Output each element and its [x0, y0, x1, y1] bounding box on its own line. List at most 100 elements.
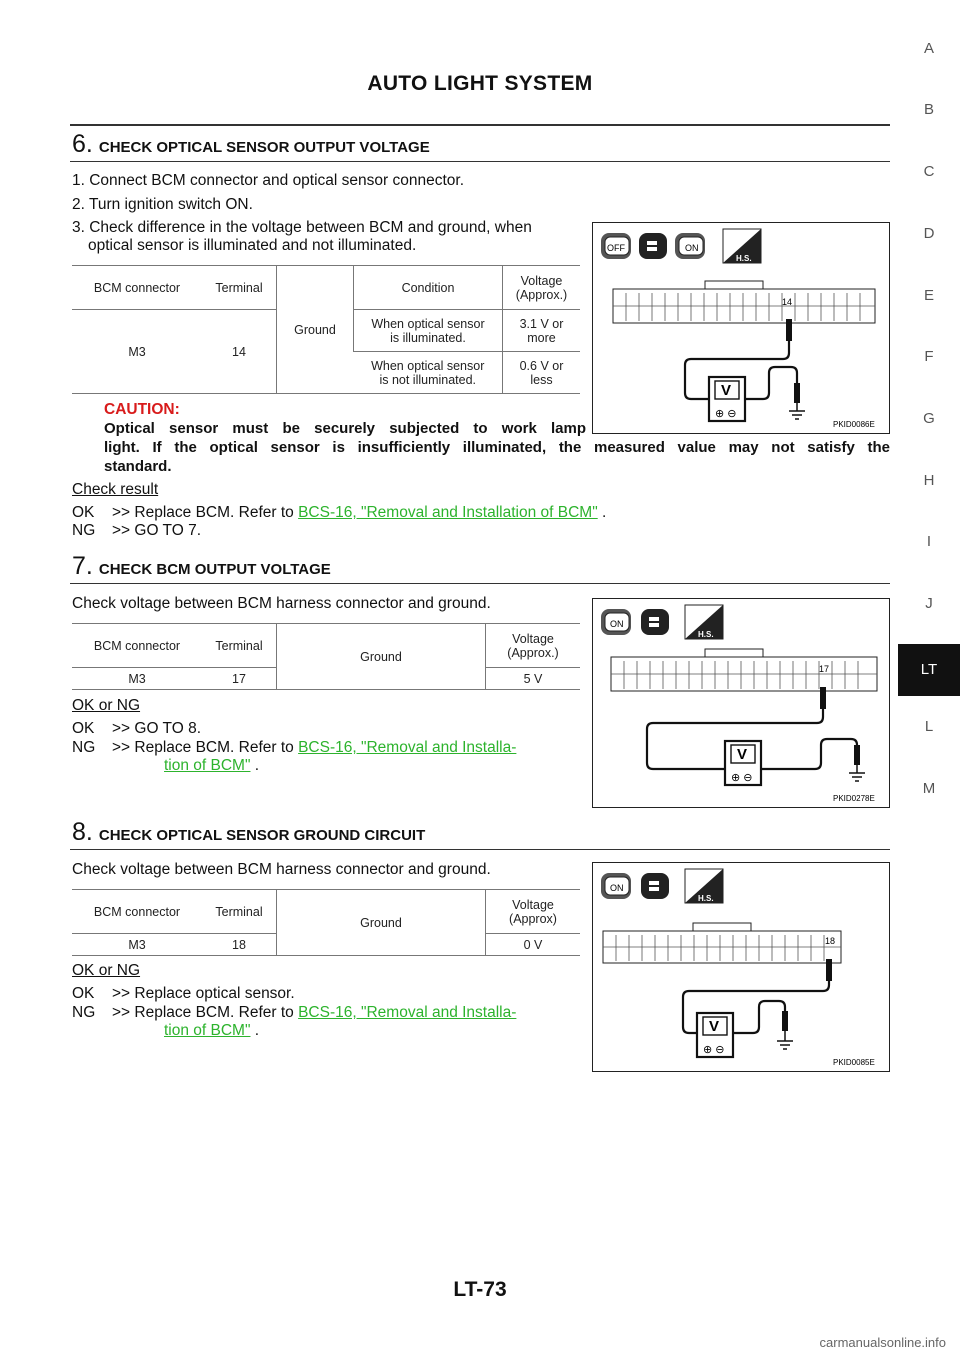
- cell-ground: Ground: [276, 889, 486, 956]
- svg-text:ON: ON: [685, 243, 699, 253]
- step-8-ng-row-cont: tion of BCM" .: [164, 1022, 260, 1039]
- th-terminal: Terminal: [202, 889, 277, 934]
- step-6-result-label: Check result: [72, 481, 159, 498]
- step-8-ng-link[interactable]: BCS-16, "Removal and Installa-: [298, 1004, 517, 1021]
- cell-connector-m3: M3: [72, 667, 202, 690]
- cell-volt-not-illuminated: 0.6 V or less: [502, 351, 580, 394]
- step-6-heading: 6.CHECK OPTICAL SENSOR OUTPUT VOLTAGE: [72, 130, 430, 158]
- step-6-caution-line-3: standard.: [104, 458, 172, 475]
- ignition-off-icon: OFF: [601, 233, 631, 259]
- cell-ground: Ground: [276, 623, 486, 690]
- header-rule: [70, 124, 890, 126]
- index-letter-a[interactable]: A: [923, 40, 934, 57]
- step-6-ok-label: OK: [72, 504, 95, 521]
- step-8-ng-link-cont[interactable]: tion of BCM": [164, 1022, 251, 1039]
- svg-text:⊕ ⊖: ⊕ ⊖: [703, 1044, 725, 1056]
- th-terminal: Terminal: [202, 623, 277, 668]
- watermark: carmanualsonline.info: [819, 1335, 946, 1350]
- step-6-item-2: 2. Turn ignition switch ON.: [72, 196, 253, 213]
- svg-text:18: 18: [825, 936, 835, 946]
- svg-text:H.S.: H.S.: [698, 630, 714, 639]
- voltmeter: [683, 319, 799, 423]
- harness-side-icon: H.S.: [722, 228, 762, 264]
- index-letter-c[interactable]: C: [923, 163, 935, 180]
- index-letter-g[interactable]: G: [923, 410, 935, 427]
- th-terminal: Terminal: [202, 265, 277, 310]
- step-6-ng-text: >> GO TO 7.: [112, 522, 202, 539]
- figure-code: PKID0086E: [833, 420, 875, 429]
- svg-text:H.S.: H.S.: [698, 894, 714, 903]
- figure-code: PKID0085E: [833, 1058, 875, 1067]
- step-7-wiring-diagram: ON H.S. 17: [601, 604, 878, 803]
- step-8-voltage-table: BCM connector Terminal Ground Voltage(Ap…: [72, 889, 580, 956]
- connector-icon: [641, 873, 669, 899]
- svg-text:H.S.: H.S.: [736, 254, 752, 263]
- step-7-ng-link[interactable]: BCS-16, "Removal and Installa-: [298, 739, 517, 756]
- step-6-ok-link[interactable]: BCS-16, "Removal and Installation of BCM…: [298, 504, 598, 521]
- cell-connector-m3: M3: [72, 933, 202, 956]
- step-6-ok-row: >> Replace BCM. Refer to BCS-16, "Remova…: [112, 504, 607, 521]
- step-6-item-3: 3. Check difference in the voltage betwe…: [72, 219, 532, 236]
- th-voltage: Voltage(Approx): [485, 889, 580, 934]
- cell-terminal-17: 17: [202, 667, 277, 690]
- th-voltage: Voltage(Approx.): [502, 265, 580, 310]
- svg-text:14: 14: [782, 297, 792, 307]
- step-7-ng-link-cont[interactable]: tion of BCM": [164, 757, 251, 774]
- step-7-ng-label: NG: [72, 739, 96, 756]
- step-8-ok-text: >> Replace optical sensor.: [112, 985, 295, 1002]
- step-8-rule: [70, 849, 890, 850]
- index-letter-f[interactable]: F: [924, 348, 934, 365]
- th-condition: Condition: [353, 265, 503, 310]
- step-6-figure: OFF ON H.S.: [592, 222, 890, 434]
- step-7-ok-label: OK: [72, 720, 95, 737]
- step-7-rule: [70, 583, 890, 584]
- index-letter-m[interactable]: M: [922, 780, 936, 797]
- bcm-connector-block: 14: [612, 280, 876, 324]
- cell-connector-m3: M3: [72, 309, 202, 394]
- index-letter-i[interactable]: I: [926, 533, 932, 550]
- cell-volt: 5 V: [485, 667, 580, 690]
- step-6-voltage-table: BCM connector Terminal Ground Condition …: [72, 265, 580, 394]
- step-6-caution-line-2: light. If the optical sensor is insuffic…: [104, 439, 890, 456]
- probe-and-ground-icon: [777, 959, 832, 1050]
- index-letter-h[interactable]: H: [923, 472, 935, 489]
- svg-text:OFF: OFF: [607, 243, 625, 253]
- step-7-intro: Check voltage between BCM harness connec…: [72, 595, 491, 612]
- voltmeter-v-icon: V: [721, 382, 731, 399]
- bcm-connector-block: 17: [610, 648, 878, 692]
- step-7-ok-text: >> GO TO 8.: [112, 720, 202, 737]
- step-6-wiring-diagram: OFF ON H.S.: [601, 228, 876, 429]
- ignition-on-icon: ON: [601, 873, 631, 899]
- index-letter-l[interactable]: L: [924, 718, 934, 735]
- index-letter-b[interactable]: B: [923, 101, 934, 118]
- step-7-result-label: OK or NG: [72, 697, 141, 714]
- cell-terminal-14: 14: [202, 309, 277, 394]
- step-8-figure: ON H.S. 18: [592, 862, 890, 1072]
- svg-text:⊕ ⊖: ⊕ ⊖: [715, 408, 737, 420]
- step-6-ng-label: NG: [72, 522, 96, 539]
- step-6-caution-line-1: Optical sensor must be securely subjecte…: [104, 420, 586, 437]
- step-8-heading: 8.CHECK OPTICAL SENSOR GROUND CIRCUIT: [72, 818, 426, 846]
- step-8-intro: Check voltage between BCM harness connec…: [72, 861, 491, 878]
- step-7-voltage-table: BCM connector Terminal Ground Voltage(Ap…: [72, 623, 580, 690]
- step-8-wiring-diagram: ON H.S. 18: [601, 868, 875, 1067]
- th-bcm-connector: BCM connector: [72, 265, 202, 310]
- step-7-ng-row: >> Replace BCM. Refer to BCS-16, "Remova…: [112, 739, 517, 756]
- index-letter-d[interactable]: D: [923, 225, 935, 242]
- index-letter-e[interactable]: E: [923, 287, 934, 304]
- step-7-heading: 7.CHECK BCM OUTPUT VOLTAGE: [72, 552, 331, 580]
- cell-volt: 0 V: [485, 933, 580, 956]
- probe-and-ground-icon: [820, 687, 865, 782]
- svg-text:ON: ON: [610, 883, 624, 893]
- bcm-connector-block: 18: [602, 922, 842, 964]
- step-6-item-1: 1. Connect BCM connector and optical sen…: [72, 172, 465, 189]
- index-tab-lt-active[interactable]: LT: [898, 644, 960, 696]
- step-7-figure: ON H.S. 17: [592, 598, 890, 808]
- step-8-ng-label: NG: [72, 1004, 96, 1021]
- index-letter-j[interactable]: J: [925, 595, 933, 612]
- connector-icon: [639, 233, 667, 259]
- cell-terminal-18: 18: [202, 933, 277, 956]
- ignition-on-icon: ON: [601, 609, 631, 635]
- step-8-ng-row: >> Replace BCM. Refer to BCS-16, "Remova…: [112, 1004, 517, 1021]
